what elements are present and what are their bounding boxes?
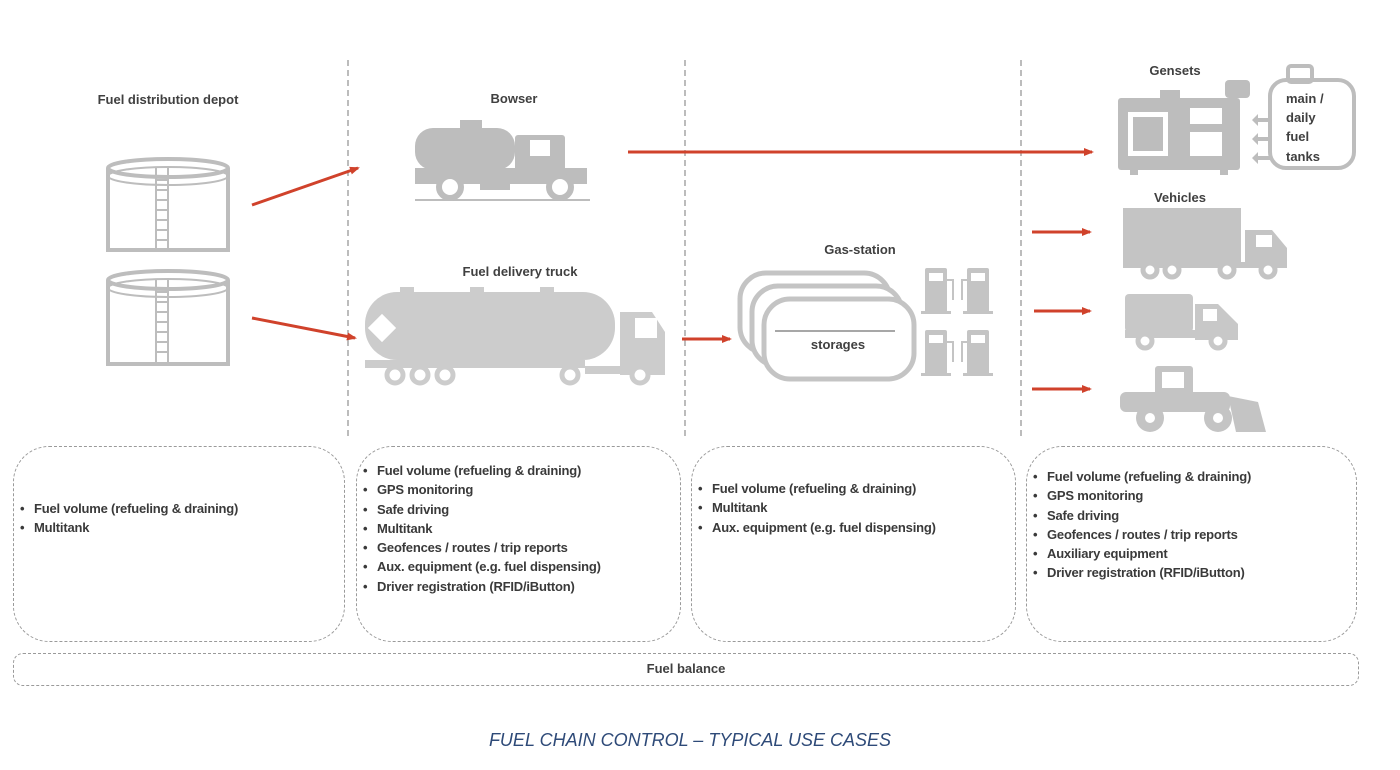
use-case-item: Aux. equipment (e.g. fuel dispensing) — [698, 518, 1015, 538]
use-case-item: Multitank — [698, 498, 1015, 518]
use-case-item: Driver registration (RFID/iButton) — [363, 577, 680, 597]
genset-tanks-label-line: daily — [1286, 110, 1316, 125]
use-case-item: Safe driving — [363, 500, 680, 520]
use-case-item: Safe driving — [1033, 506, 1356, 526]
use-case-item: Fuel volume (refueling & draining) — [363, 461, 680, 481]
fuel-pump-icon — [961, 268, 993, 314]
arrow-depot-to-bowser — [251, 166, 360, 207]
use-case-item: Fuel volume (refueling & draining) — [20, 499, 344, 519]
wheel-loader-icon — [1120, 366, 1266, 432]
storages-label: storages — [811, 337, 865, 352]
genset-tanks-label-line: fuel — [1286, 129, 1309, 144]
use-case-item: GPS monitoring — [1033, 486, 1356, 506]
arrow-depot-to-delivery-truck — [251, 316, 357, 341]
fuel-balance-bar: Fuel balance — [13, 653, 1359, 686]
flow-arrows — [251, 148, 1094, 393]
gas-station-use-cases-list: Fuel volume (refueling & draining)Multit… — [692, 479, 1015, 537]
consumers-use-cases-list: Fuel volume (refueling & draining)GPS mo… — [1027, 467, 1356, 583]
use-case-item: Aux. equipment (e.g. fuel dispensing) — [363, 557, 680, 577]
diagram-caption: FUEL CHAIN CONTROL – TYPICAL USE CASES — [488, 730, 892, 750]
depot-use-cases-list: Fuel volume (refueling & draining)Multit… — [14, 499, 344, 538]
storage-tanks-icon — [737, 270, 917, 382]
storage-tank-icon — [106, 157, 230, 252]
trucks-use-cases-box: Fuel volume (refueling & draining)GPS mo… — [356, 446, 681, 642]
van-icon — [1125, 294, 1238, 351]
vehicles-label: Vehicles — [1154, 190, 1206, 205]
use-case-item: Driver registration (RFID/iButton) — [1033, 563, 1356, 583]
use-case-item: Multitank — [363, 519, 680, 539]
cargo-truck-icon — [1123, 208, 1287, 280]
gas-station-label: Gas-station — [824, 242, 896, 257]
fuel-pump-icon — [961, 330, 993, 376]
gensets-label: Gensets — [1149, 63, 1200, 78]
bowser-label: Bowser — [491, 91, 538, 106]
fuel-delivery-truck-icon — [365, 287, 665, 386]
bowser-truck-icon — [415, 120, 590, 201]
use-case-item: Fuel volume (refueling & draining) — [1033, 467, 1356, 487]
genset-icon — [1118, 80, 1250, 175]
storage-tank-icon — [106, 269, 230, 366]
fuel-tank-icon — [1268, 64, 1356, 170]
use-case-item: Geofences / routes / trip reports — [363, 538, 680, 558]
fuel-pump-icon — [921, 330, 954, 376]
genset-tanks-label-line: tanks — [1286, 149, 1320, 164]
use-case-item: Multitank — [20, 518, 344, 538]
use-case-item: GPS monitoring — [363, 480, 680, 500]
use-case-item: Fuel volume (refueling & draining) — [698, 479, 1015, 499]
depot-label: Fuel distribution depot — [98, 92, 239, 107]
use-case-item: Geofences / routes / trip reports — [1033, 525, 1356, 545]
fuel-pump-icon — [921, 268, 954, 314]
gas-station-use-cases-box: Fuel volume (refueling & draining)Multit… — [691, 446, 1016, 642]
genset-tanks-label-line: main / — [1286, 91, 1324, 106]
depot-use-cases-box: Fuel volume (refueling & draining)Multit… — [13, 446, 345, 642]
feed-arrows-icon — [1252, 114, 1270, 164]
trucks-use-cases-list: Fuel volume (refueling & draining)GPS mo… — [357, 461, 680, 596]
consumers-use-cases-box: Fuel volume (refueling & draining)GPS mo… — [1026, 446, 1357, 642]
delivery-truck-label: Fuel delivery truck — [463, 264, 579, 279]
use-case-item: Auxiliary equipment — [1033, 544, 1356, 564]
